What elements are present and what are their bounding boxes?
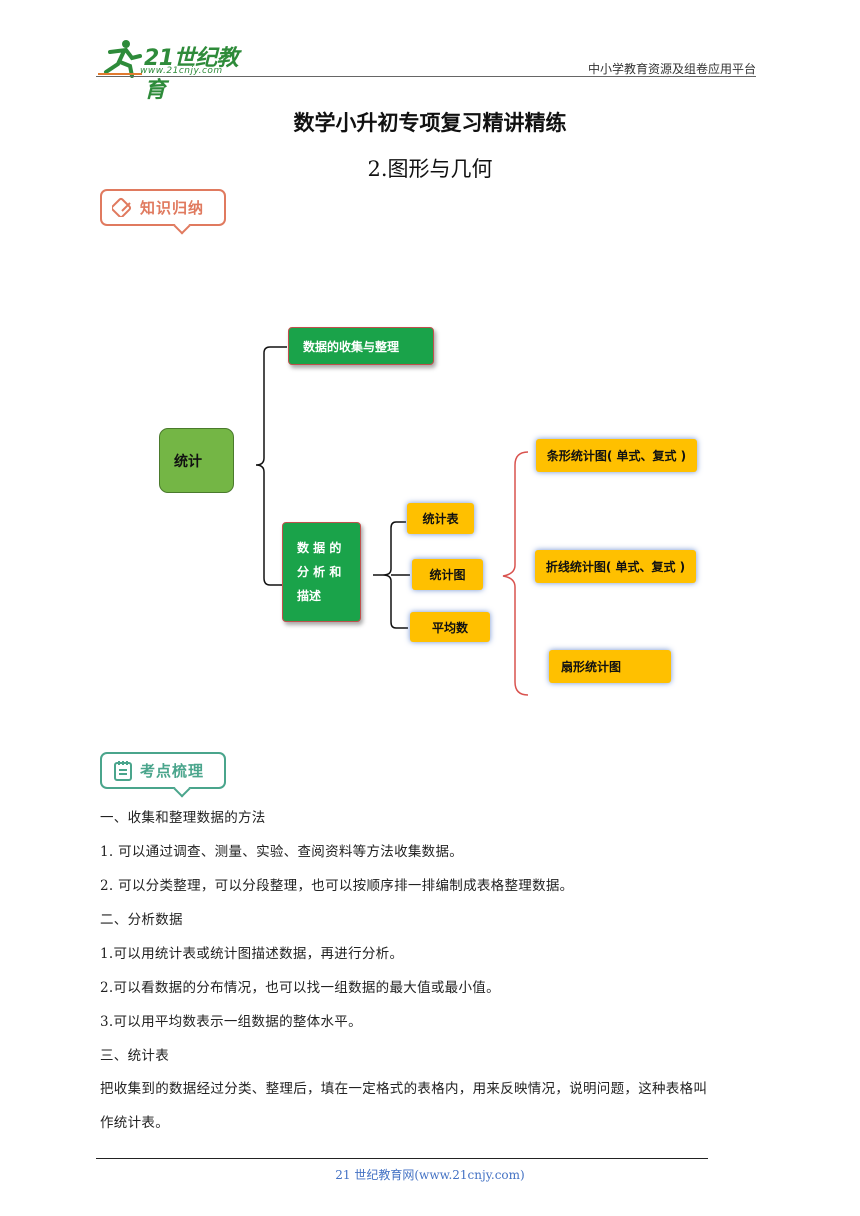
mindmap-node-table: 统计表: [407, 503, 474, 534]
mindmap-node-pie-chart: 扇形统计图: [549, 650, 671, 683]
key-points-tag: 考点梳理: [100, 752, 226, 798]
paragraph-5: 3.可以用平均数表示一组数据的整体水平。: [100, 1014, 362, 1030]
analyze-line-3: 描述: [297, 589, 322, 603]
key-points-tag-label: 考点梳理: [140, 762, 205, 780]
mindmap-root-statistics: 统计: [159, 428, 234, 493]
logo-text: 21世纪教育: [144, 46, 239, 103]
footer-divider: [96, 1158, 708, 1159]
paragraph-2: 2. 可以分类整理，可以分段整理，也可以按顺序排一排编制成表格整理数据。: [100, 878, 574, 894]
knowledge-tag-label: 知识归纳: [140, 199, 205, 217]
section-heading-3: 三、统计表: [100, 1048, 169, 1064]
mindmap-node-bar-chart: 条形统计图( 单式、复式 ): [536, 439, 697, 472]
runner-icon: [98, 40, 142, 78]
paragraph-6-line-2: 作统计表。: [100, 1115, 169, 1131]
paragraph-3: 1.可以用统计表或统计图描述数据，再进行分析。: [100, 946, 404, 962]
logo-url: www.21cnjy.com: [140, 66, 223, 76]
header-platform-text: 中小学教育资源及组卷应用平台: [587, 62, 756, 76]
analyze-line-2: 分 析 和: [297, 565, 342, 579]
mindmap-node-collect: 数据的收集与整理: [288, 327, 434, 365]
paragraph-6-line-1: 把收集到的数据经过分类、整理后，填在一定格式的表格内，用来反映情况，说明问题，这…: [100, 1081, 708, 1097]
footer-text: 21 世纪教育网(www.21cnjy.com): [335, 1168, 525, 1182]
notepad-icon: [114, 761, 132, 781]
document-subtitle: 2.图形与几何: [367, 157, 493, 181]
paragraph-4: 2.可以看数据的分布情况，也可以找一组数据的最大值或最小值。: [100, 980, 500, 996]
document-title: 数学小升初专项复习精讲精练: [293, 110, 567, 135]
paragraph-1: 1. 可以通过调查、测量、实验、查阅资料等方法收集数据。: [100, 844, 464, 860]
mindmap-node-chart: 统计图: [412, 559, 483, 590]
mindmap-node-line-chart: 折线统计图( 单式、复式 ): [535, 550, 696, 583]
analyze-line-1: 数 据 的: [297, 541, 342, 555]
section-heading-1: 一、收集和整理数据的方法: [100, 810, 266, 826]
mindmap-node-average: 平均数: [410, 612, 490, 642]
pencil-ruler-icon: [112, 197, 132, 217]
site-logo: 21世纪教育 www.21cnjy.com: [96, 38, 256, 103]
knowledge-summary-tag: 知识归纳: [100, 189, 226, 235]
mindmap-node-analyze: 数 据 的 分 析 和 描述: [282, 522, 361, 622]
header-divider: [96, 76, 756, 77]
section-heading-2: 二、分析数据: [100, 912, 183, 928]
